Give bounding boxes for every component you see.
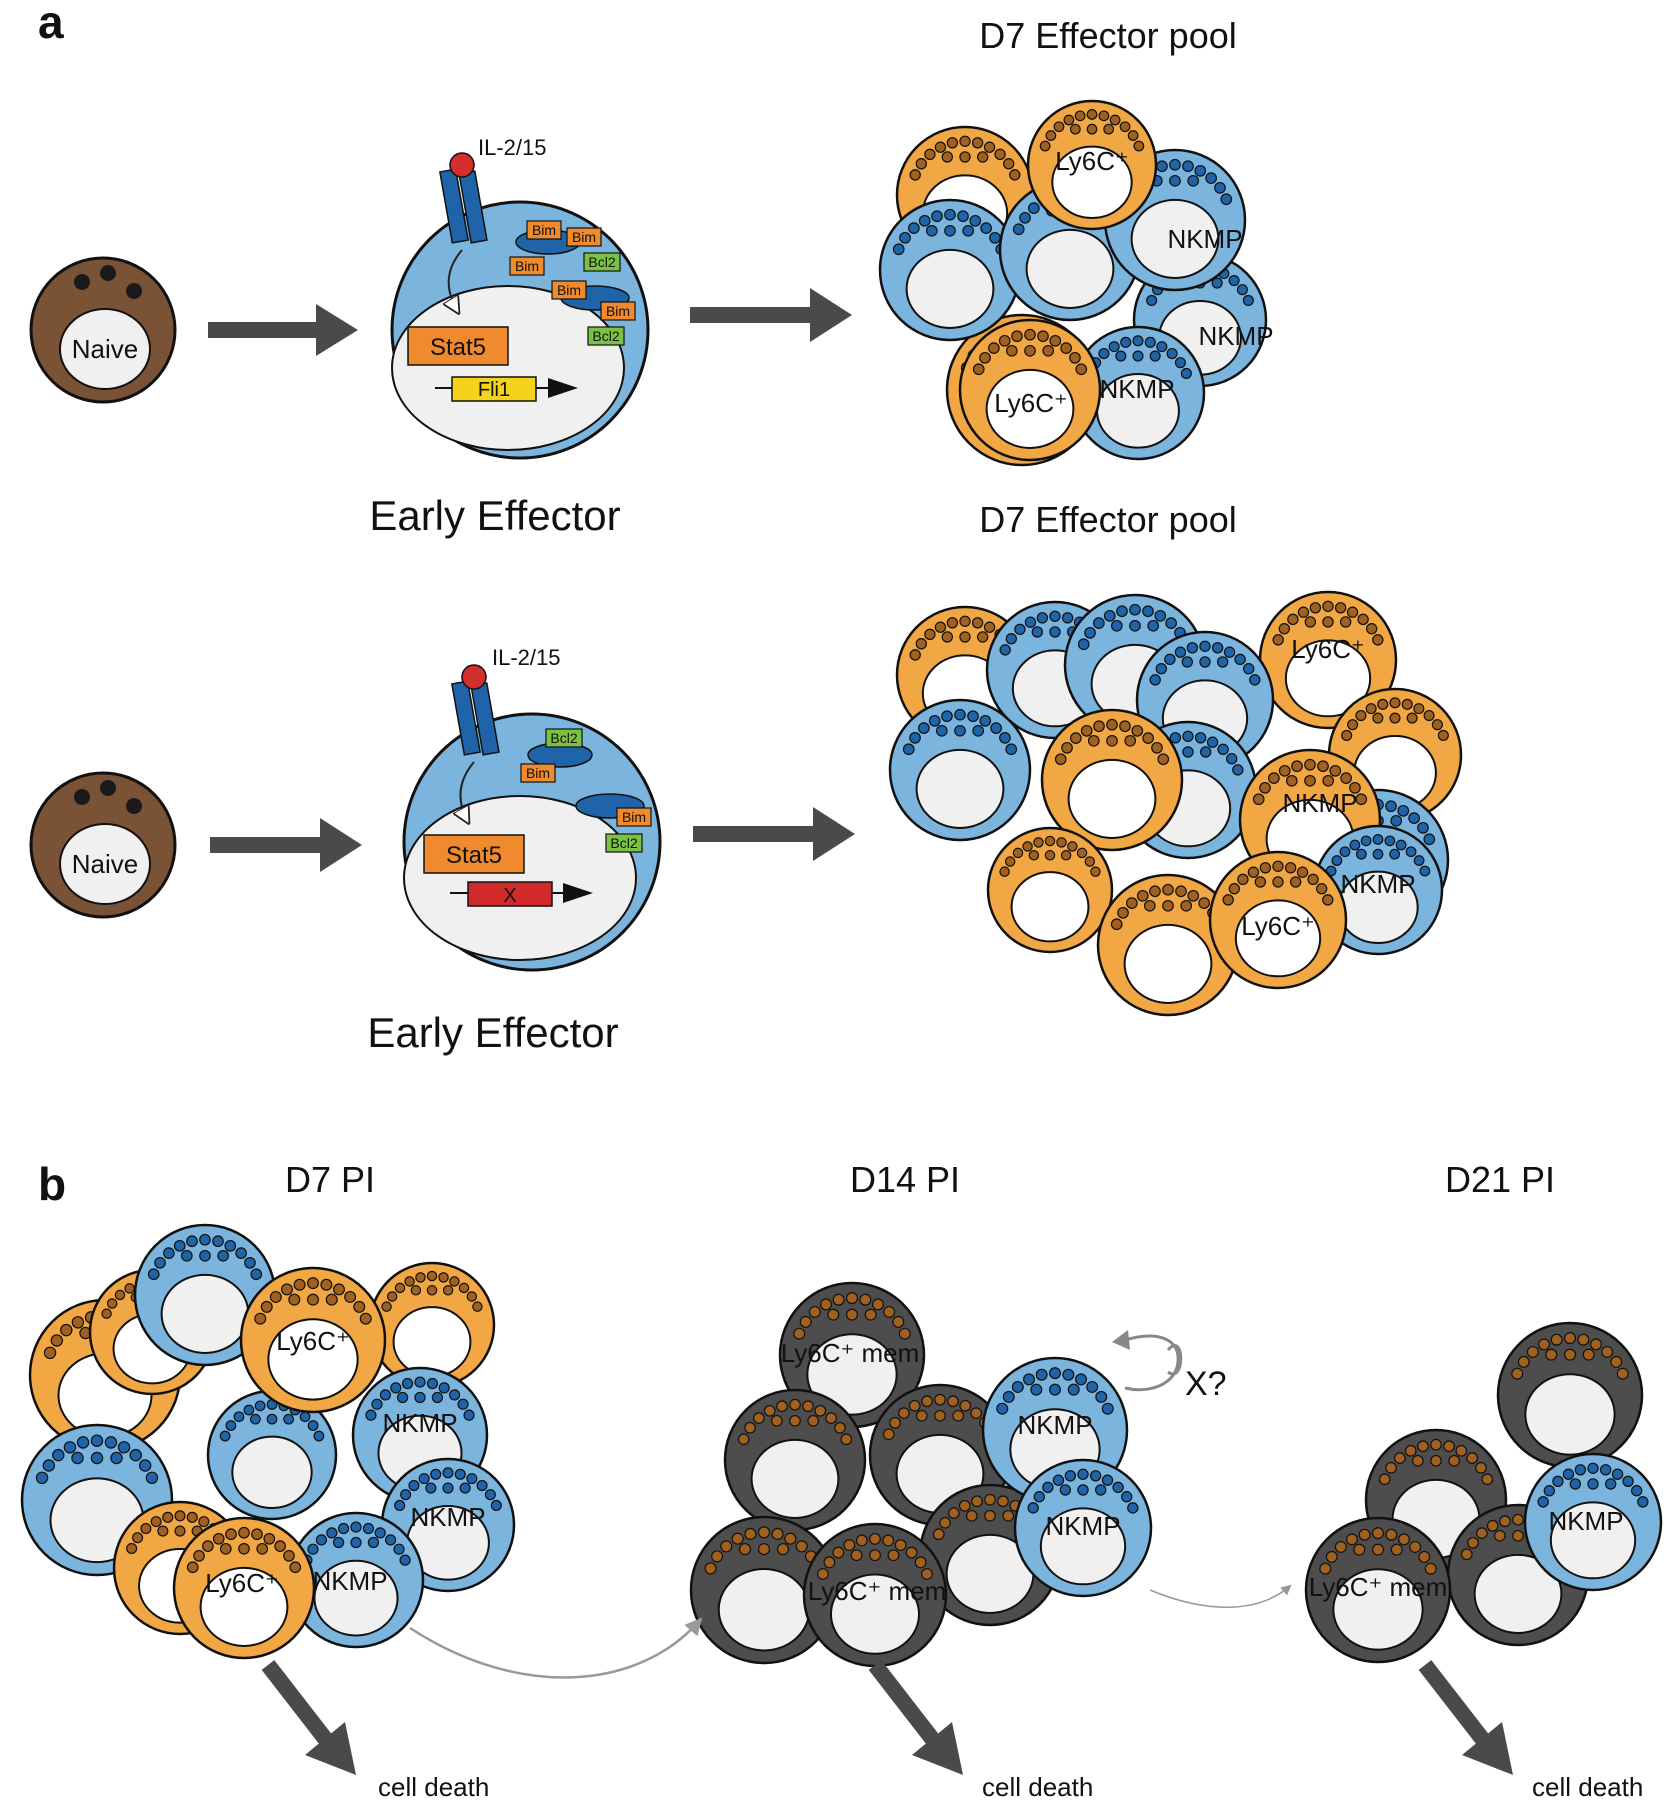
ligand-label-row1: IL-2/15 <box>478 135 547 160</box>
cell-death-arrow-d7 <box>261 1660 356 1775</box>
arrow-naive-to-early-row2 <box>210 818 362 872</box>
effector-pool-row1 <box>878 99 1268 467</box>
self-renewal-loop: X? <box>1112 1330 1227 1403</box>
gene-label-row2: X <box>503 885 516 907</box>
effector-pool-row2 <box>888 590 1463 1017</box>
mol-row2-2: Bim <box>622 809 646 825</box>
poolB1-cell-9 <box>287 1511 425 1649</box>
pool-title-row2: D7 Effector pool <box>979 499 1236 540</box>
poolB2-cell-5 <box>802 1522 948 1668</box>
mol-row1-1: Bim <box>572 229 596 245</box>
mol-row1-3: Bcl2 <box>588 254 615 270</box>
ligand-icon-row1 <box>449 152 475 178</box>
arrow-early-to-pool-row1 <box>690 288 852 342</box>
pool2-label-0: Ly6C⁺ <box>1291 634 1364 664</box>
pool2-cell-13 <box>1096 873 1240 1017</box>
pool1-label-3: Ly6C⁺ <box>994 388 1067 418</box>
mol-row1-0: Bim <box>532 222 556 238</box>
poolB2-cell-1 <box>723 1388 867 1532</box>
mol-row1-4: Bim <box>557 282 581 298</box>
pool1-cell-7 <box>1026 99 1158 231</box>
pool2-label-2: NKMP <box>1340 869 1415 899</box>
stat5-label-row1: Stat5 <box>430 334 486 361</box>
pool-title-row1: D7 Effector pool <box>979 15 1236 56</box>
d14-label-1: NKMP <box>1017 1410 1092 1440</box>
early-effector-label-row2: Early Effector <box>367 1009 618 1056</box>
mol-row2-3: Bcl2 <box>610 835 637 851</box>
d21-label-0: NKMP <box>1548 1506 1623 1536</box>
pool2-cell-14 <box>1208 850 1348 990</box>
cell-death-arrow-d21 <box>1418 1660 1513 1775</box>
gene-label-row1: Fli1 <box>478 379 510 401</box>
d7-label-4: NKMP <box>312 1566 387 1596</box>
pool2-cell-9 <box>1040 708 1184 852</box>
d14-label-0: Ly6C⁺ mem <box>781 1338 919 1368</box>
poolB2-cell-3 <box>689 1515 839 1665</box>
early-effector-cell-row1: Bim Bim Bim Bcl2 Bim Bim Bcl2 Stat5 Fli1… <box>390 135 650 460</box>
mol-row2-0: Bcl2 <box>550 730 577 746</box>
early-effector-cell-row2: Bcl2 Bim Bim Bcl2 Stat5 X IL-2/15 <box>402 645 662 972</box>
d14-title: D14 PI <box>850 1159 960 1200</box>
d14-label-3: Ly6C⁺ mem <box>808 1576 946 1606</box>
d7-label-1: NKMP <box>382 1408 457 1438</box>
stat5-label-row2: Stat5 <box>446 842 502 869</box>
pool1-label-0: Ly6C⁺ <box>1055 146 1128 176</box>
d14-cell-cluster <box>689 1281 1153 1668</box>
d21-cell-cluster <box>1304 1321 1663 1664</box>
mol-row1-6: Bcl2 <box>592 328 619 344</box>
fate-label-d21: cell death <box>1532 1772 1643 1800</box>
arrow-early-to-pool-row2 <box>693 807 855 861</box>
pool1-label-4: NKMP <box>1099 374 1174 404</box>
d7-label-2: NKMP <box>410 1502 485 1532</box>
poolB1-cell-10 <box>239 1266 387 1414</box>
ligand-label-row2: IL-2/15 <box>492 645 561 670</box>
panel-b-letter: b <box>38 1158 66 1210</box>
poolB1-cell-6 <box>206 1389 338 1521</box>
ligand-icon-row2 <box>461 664 487 690</box>
pool1-label-2: NKMP <box>1198 321 1273 351</box>
self-renewal-label: X? <box>1185 1365 1227 1403</box>
pool2-label-1: NKMP <box>1282 788 1357 818</box>
pool1-label-1: NKMP <box>1167 224 1242 254</box>
poolB3-cell-4 <box>1304 1516 1452 1664</box>
poolB1-cell-2 <box>133 1223 277 1367</box>
poolB2-cell-0 <box>778 1281 926 1429</box>
mol-row1-2: Bim <box>515 258 539 274</box>
early-effector-label-row1: Early Effector <box>369 492 620 539</box>
mol-row1-5: Bim <box>606 303 630 319</box>
arrow-naive-to-early-row1 <box>208 304 358 356</box>
cell-death-arrow-d14 <box>868 1660 963 1775</box>
naive-label-row1: Naive <box>72 334 138 364</box>
pool2-cell-3 <box>888 698 1032 842</box>
fate-label-d7: cell death <box>378 1772 489 1800</box>
d7-cell-cluster <box>20 1223 516 1660</box>
pool2-label-3: Ly6C⁺ <box>1241 911 1314 941</box>
pool1-cell-2 <box>878 198 1022 342</box>
naive-label-row2: Naive <box>72 849 138 879</box>
d21-label-1: Ly6C⁺ mem <box>1309 1572 1447 1602</box>
d7-label-0: Ly6C⁺ <box>276 1326 349 1356</box>
poolB3-cell-3 <box>1523 1452 1663 1592</box>
d21-title: D21 PI <box>1445 1159 1555 1200</box>
panel-a-letter: a <box>38 0 64 48</box>
transition-d7-to-d14 <box>409 1617 703 1679</box>
d7-label-3: Ly6C⁺ <box>205 1568 278 1598</box>
poolB2-cell-7 <box>1013 1458 1153 1598</box>
d14-label-2: NKMP <box>1045 1511 1120 1541</box>
d7-title: D7 PI <box>285 1159 375 1200</box>
naive-cell-row2: Naive <box>29 771 177 919</box>
fate-label-d14: cell death <box>982 1772 1093 1800</box>
pool2-cell-10 <box>986 826 1114 954</box>
poolB1-cell-11 <box>172 1516 316 1660</box>
pool1-cell-8 <box>958 318 1102 462</box>
mol-row2-1: Bim <box>526 765 550 781</box>
transition-d14-to-d21 <box>1149 1584 1292 1608</box>
poolB3-cell-1 <box>1496 1321 1644 1469</box>
naive-cell-row1: Naive <box>29 256 177 404</box>
